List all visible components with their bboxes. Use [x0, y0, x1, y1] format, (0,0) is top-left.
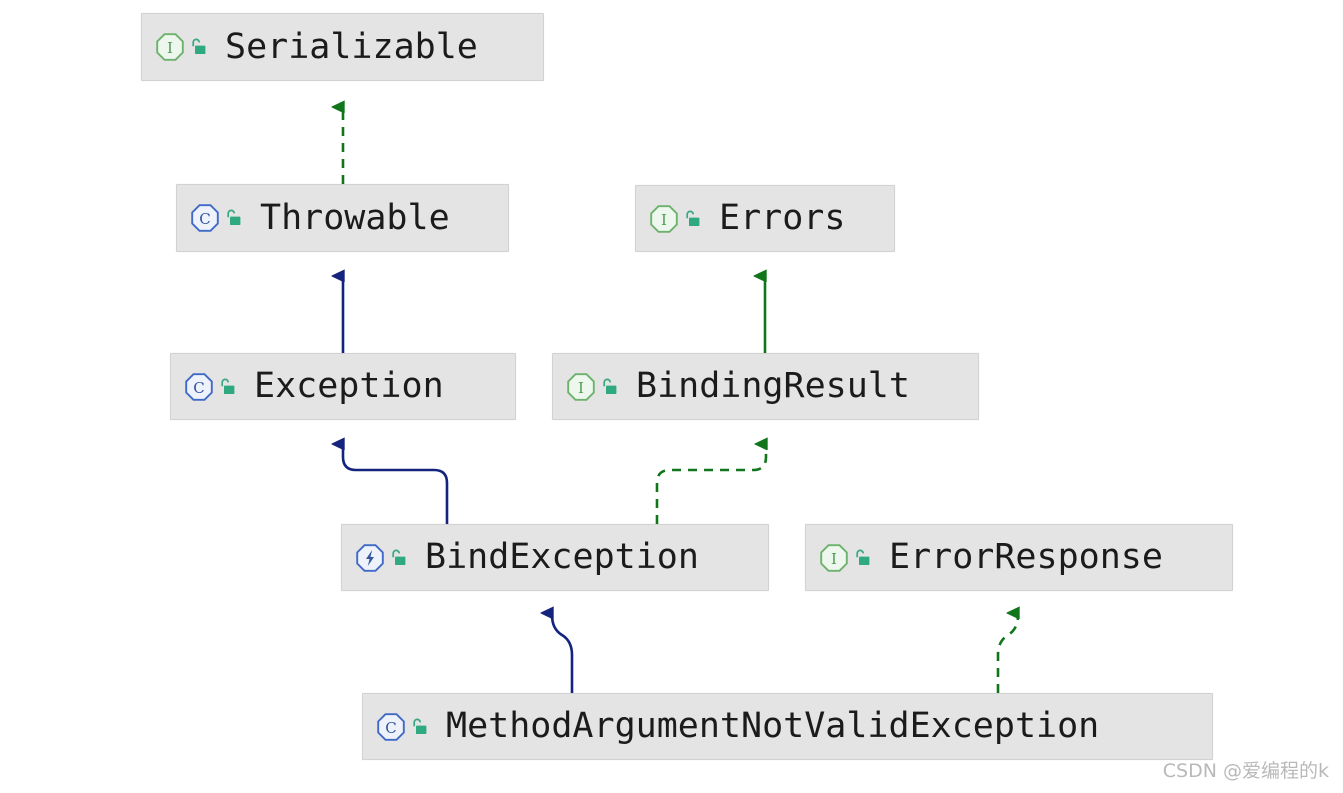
node-label: ErrorResponse [889, 537, 1163, 577]
node-icon-group [355, 543, 407, 573]
public-lock-icon [192, 38, 206, 54]
node-serializable[interactable]: I Serializable [141, 13, 544, 81]
node-methodargumentnotvalidexception[interactable]: C MethodArgumentNotValidException [362, 693, 1213, 760]
node-icon-group: I [649, 204, 701, 234]
node-exception[interactable]: C Exception [170, 353, 516, 420]
class-octagon-icon: C [191, 204, 219, 232]
functional-bolt-octagon-icon [356, 543, 384, 572]
node-label: Serializable [225, 26, 478, 67]
public-lock-icon [227, 209, 241, 225]
edge-bindexception-extends-exception [343, 444, 449, 524]
node-label: Errors [719, 198, 846, 238]
node-errorresponse[interactable]: I ErrorResponse [805, 524, 1233, 591]
public-lock-icon [856, 549, 870, 565]
svg-text:C: C [385, 719, 396, 737]
node-icon-group: I [155, 32, 207, 62]
node-label: Throwable [260, 197, 450, 238]
edge-bindexception-implements-bindingresult [655, 444, 766, 524]
public-lock-icon [686, 210, 700, 226]
public-lock-icon [221, 378, 235, 394]
interface-octagon-icon: I [156, 33, 184, 61]
node-icon-group: I [566, 372, 618, 402]
public-lock-icon [392, 549, 406, 565]
class-octagon-icon: C [185, 372, 213, 401]
node-errors[interactable]: I Errors [635, 185, 895, 252]
node-label: Exception [254, 366, 444, 406]
interface-octagon-icon: I [650, 204, 678, 233]
public-lock-icon [603, 378, 617, 394]
svg-text:C: C [199, 210, 210, 228]
node-bindingresult[interactable]: I BindingResult [552, 353, 979, 420]
svg-text:I: I [661, 211, 667, 229]
node-bindexception[interactable]: BindException [341, 524, 769, 591]
node-label: MethodArgumentNotValidException [446, 706, 1100, 746]
svg-text:C: C [193, 379, 204, 397]
interface-octagon-icon: I [567, 372, 595, 401]
svg-text:I: I [167, 39, 173, 57]
node-throwable[interactable]: C Throwable [176, 184, 509, 252]
public-lock-icon [413, 718, 427, 734]
watermark-text: CSDN @爱编程的k [1162, 760, 1329, 782]
node-label: BindingResult [636, 366, 910, 406]
interface-octagon-icon: I [820, 543, 848, 572]
node-icon-group: I [819, 543, 871, 573]
svg-text:I: I [831, 550, 837, 568]
node-icon-group: C [190, 203, 242, 233]
edge-manve-implements-errorresponse [996, 613, 1018, 693]
node-icon-group: C [184, 372, 236, 402]
node-icon-group: C [376, 712, 428, 742]
class-octagon-icon: C [377, 712, 405, 741]
svg-text:I: I [578, 379, 584, 397]
node-label: BindException [425, 537, 699, 577]
edge-manve-extends-bindexception [552, 613, 574, 693]
